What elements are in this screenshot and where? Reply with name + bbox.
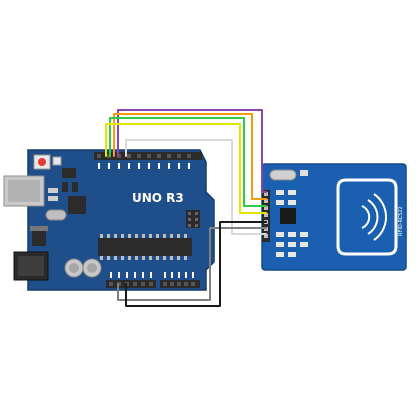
atmega-chip (98, 238, 192, 256)
wire-green (109, 117, 267, 207)
antenna-icon (336, 178, 398, 256)
wire-gray (117, 227, 267, 301)
wire-light-gray (125, 139, 267, 235)
rfid-chip (280, 208, 296, 224)
wire-purple (117, 109, 267, 193)
rfid-module: RFID-RC522 (261, 163, 407, 271)
power-header (106, 280, 156, 288)
arduino-uno-board: UNO R3 (3, 149, 215, 291)
wires (105, 109, 267, 307)
wire-orange (113, 113, 267, 200)
wire-yellow (105, 123, 267, 214)
wire-black (125, 221, 267, 307)
board-label: UNO R3 (132, 191, 184, 205)
usb-chip (68, 196, 86, 214)
rfid-label: RFID-RC522 (398, 206, 404, 236)
